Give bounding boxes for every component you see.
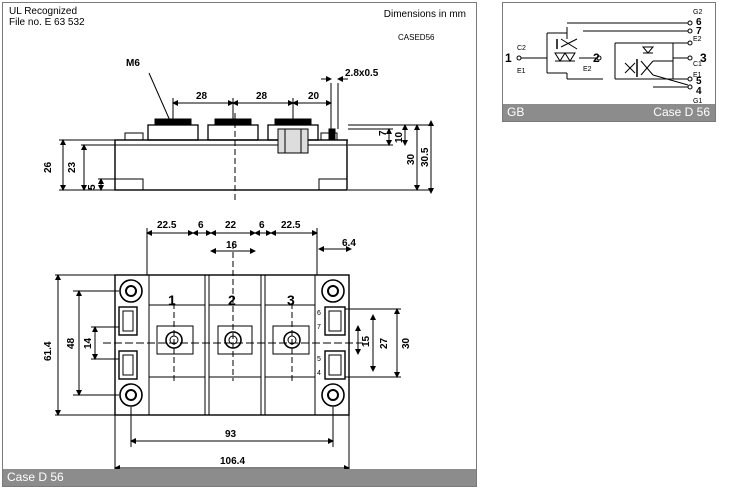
dim-22: 22	[225, 220, 237, 231]
dim-26: 26	[43, 161, 54, 173]
dim-6-4: 6.4	[342, 238, 356, 249]
dim-20: 20	[308, 91, 320, 102]
label-E2-mid: E2	[583, 66, 592, 73]
dim-27: 27	[379, 337, 390, 349]
mechanical-drawing: M6 28 28 20 2.8x0.5 7 10 30 30.5 26 23 5…	[43, 58, 434, 469]
circuit-diagram-panel: G2 6 7 E2 C2 1 E1 2 E2 3 C1 E1 5 4 G1 GB…	[502, 2, 716, 122]
label-C2: C2	[517, 45, 526, 52]
label-pin-2: 2	[593, 51, 600, 65]
aux-pin-4: 4	[317, 370, 321, 377]
label-G2: G2	[693, 9, 702, 16]
gb-caption-left: GB	[507, 105, 525, 119]
label-C1: C1	[693, 61, 702, 68]
dimensions-note: Dimensions in mm	[383, 9, 466, 20]
terminal-2-label: 2	[228, 292, 236, 308]
gb-caption-bar: GB Case D 56	[503, 104, 715, 121]
dim-terminal: 2.8x0.5	[345, 68, 379, 79]
label-pin-6: 6	[696, 17, 702, 28]
dim-10: 10	[394, 131, 405, 143]
side-view-outline	[114, 113, 348, 203]
main-caption-bar: Case D 56	[3, 469, 476, 486]
label-pin-7: 7	[696, 26, 702, 37]
top-view-outline	[103, 243, 363, 416]
dim-22-5-left: 22.5	[157, 220, 177, 231]
dim-61-4: 61.4	[43, 341, 54, 361]
dim-14: 14	[83, 337, 94, 349]
dim-6-left: 6	[198, 220, 204, 231]
label-pin-3: 3	[700, 51, 707, 65]
gb-caption-right: Case D 56	[653, 105, 710, 119]
dim-28-right: 28	[256, 91, 268, 102]
dim-5: 5	[87, 184, 98, 190]
dim-48: 48	[66, 337, 77, 349]
label-G1: G1	[693, 98, 702, 105]
label-pin-4: 4	[696, 86, 702, 97]
dim-106-4: 106.4	[220, 456, 245, 467]
dim-16: 16	[226, 240, 238, 251]
dim-15: 15	[361, 335, 372, 347]
thread-label: M6	[126, 58, 140, 69]
case-code: CASED56	[398, 33, 435, 42]
ul-recognized-text: UL Recognized	[9, 6, 78, 17]
terminal-3-label: 3	[287, 292, 295, 308]
dim-30-top: 30	[401, 337, 412, 349]
label-pin-1: 1	[505, 51, 512, 65]
outline-drawing-panel: UL Recognized File no. E 63 532 Dimensio…	[2, 2, 477, 487]
terminal-1-label: 1	[168, 292, 176, 308]
aux-pin-7: 7	[317, 324, 321, 331]
dim-30-5: 30.5	[420, 147, 431, 167]
gb-circuit-diagram: G2 6 7 E2 C2 1 E1 2 E2 3 C1 E1 5 4 G1	[505, 9, 707, 105]
label-E2-top: E2	[693, 36, 702, 43]
label-E1-right: E1	[693, 72, 702, 79]
ul-file-number: File no. E 63 532	[9, 17, 85, 28]
dim-93: 93	[225, 429, 237, 440]
aux-pin-5: 5	[317, 356, 321, 363]
main-caption-text: Case D 56	[7, 470, 64, 484]
dim-23: 23	[67, 161, 78, 173]
dim-7: 7	[378, 130, 389, 136]
label-pin-5: 5	[696, 76, 702, 87]
dim-22-5-right: 22.5	[281, 220, 301, 231]
dim-28-left: 28	[196, 91, 208, 102]
dim-6-right: 6	[259, 220, 265, 231]
dim-30-side: 30	[406, 153, 417, 165]
label-E1-left: E1	[517, 68, 526, 75]
aux-pin-6: 6	[317, 310, 321, 317]
